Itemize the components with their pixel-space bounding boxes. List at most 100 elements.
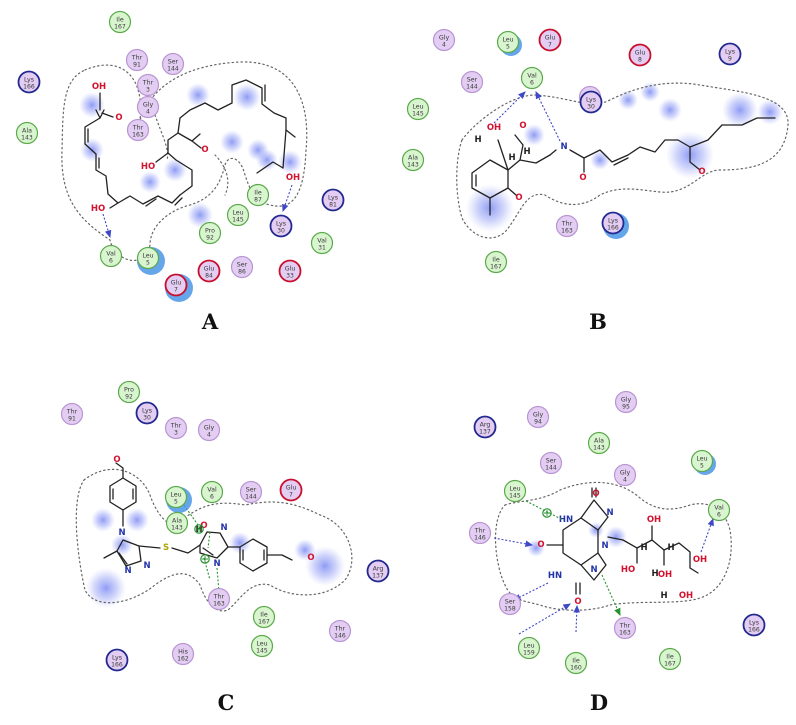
residue-number: 163 — [561, 228, 573, 235]
residue-name: Leu — [142, 253, 153, 260]
residue-name: Ala — [172, 518, 182, 525]
residue-name: Leu — [523, 643, 534, 650]
residue-name: Glu — [285, 266, 296, 273]
residue-number: 145 — [412, 111, 424, 118]
atom-n: N — [213, 559, 220, 569]
exposure-blobs — [79, 83, 302, 228]
residue-number: 162 — [177, 656, 189, 663]
atom-s: S — [163, 543, 169, 553]
residue-number: 9 — [728, 56, 732, 63]
residue-number: 84 — [205, 273, 213, 280]
residue-name: Lys — [276, 221, 286, 228]
residue-name: Glu — [286, 485, 297, 492]
residue-number: 167 — [258, 619, 270, 626]
atom-h: H — [508, 153, 515, 163]
residue-number: 87 — [254, 197, 262, 204]
ligand-a: OH O HO OH O HO — [84, 79, 300, 214]
residue-name: Thr — [132, 125, 144, 132]
residue-name: Leu — [502, 37, 513, 44]
residue-number: 144 — [245, 494, 257, 501]
residue-name: Lys — [328, 195, 338, 202]
atom-n: N — [606, 508, 613, 518]
atom-oh: OH — [487, 123, 501, 133]
residue-number: 167 — [490, 264, 502, 271]
pi-interaction-icon — [542, 508, 552, 518]
residue-number: 145 — [256, 648, 268, 655]
residue-number: 167 — [664, 661, 676, 668]
residue-number: 146 — [474, 535, 486, 542]
panel-c: O N N N S O N N H O H C — [75, 455, 353, 715]
residue-name: Lys — [112, 655, 122, 662]
residue-number: 166 — [23, 84, 35, 91]
residue-name: Lys — [142, 408, 152, 415]
residue-name: Glu — [204, 266, 215, 273]
residue-number: 146 — [334, 633, 346, 640]
residue-number: 30 — [277, 228, 285, 235]
residue-name: Val — [207, 487, 217, 494]
residue-number: 163 — [619, 630, 631, 637]
residue-name: Ile — [666, 654, 674, 661]
residue-name: Ile — [492, 257, 500, 264]
residue-number: 92 — [206, 235, 214, 242]
residue-name: His — [178, 649, 188, 656]
residue-name: Gly — [204, 425, 215, 432]
residue-name: Leu — [170, 492, 181, 499]
residue-number: 4 — [623, 477, 627, 484]
residue-number: 7 — [548, 42, 552, 49]
pi-interaction-icon — [200, 554, 210, 564]
atom-o: O — [113, 455, 120, 465]
residue-number: 158 — [504, 606, 516, 613]
residue-name: Leu — [509, 486, 520, 493]
residue-name: Ser — [237, 262, 248, 269]
residue-number: 5 — [174, 499, 178, 506]
panel-b: H OH O H H N O O O B — [456, 82, 789, 334]
residue-name: Ala — [594, 438, 604, 445]
residue-number: 7 — [174, 287, 178, 294]
atom-oh: OH — [658, 570, 672, 580]
panel-d: O HN N O N N HN O H OH H OH HO H OH OH H — [493, 481, 732, 715]
residue-number: 95 — [622, 404, 630, 411]
atom-h: H — [523, 147, 530, 157]
residue-name: Ser — [546, 458, 557, 465]
atom-ho: HO — [621, 565, 635, 575]
residue-number: 86 — [238, 269, 246, 276]
residue-name: Ser — [505, 599, 516, 606]
atom-h: H — [660, 591, 667, 601]
atom-oh: OH — [679, 591, 693, 601]
residue-name: Thr — [170, 423, 182, 430]
atom-oh: OH — [286, 173, 300, 183]
interaction-lines — [493, 500, 714, 635]
residue-number: 8 — [638, 57, 642, 64]
residue-number: 4 — [207, 432, 211, 439]
atom-n: N — [118, 528, 125, 538]
residue-name: Glu — [635, 50, 646, 57]
pocket-outline — [75, 468, 353, 612]
residue-number: 143 — [407, 162, 419, 169]
residue-number: 144 — [545, 465, 557, 472]
residue-name: Pro — [205, 228, 215, 235]
residue-number: 163 — [132, 132, 144, 139]
